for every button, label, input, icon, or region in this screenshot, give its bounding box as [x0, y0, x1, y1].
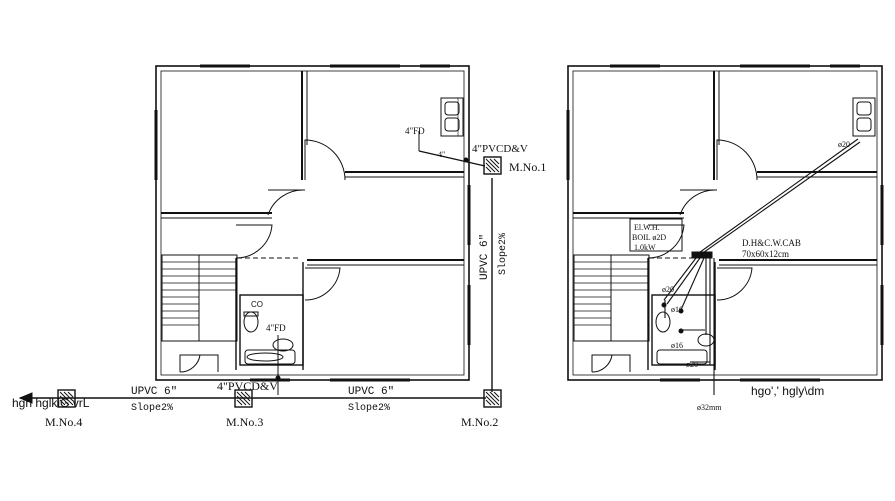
riser-slope-label: Slope2% — [497, 233, 509, 275]
cabinet-label-2: 70x60x12cm — [742, 249, 789, 259]
manhole-2-label: M.No.2 — [461, 415, 498, 429]
garbled-note: hgn hglkiG vrL — [12, 396, 90, 410]
pipe-size-label: 4" — [438, 150, 445, 159]
drain-right-pipe-label: UPVC 6" — [348, 386, 394, 398]
pipe-20-label-mid: ø20 — [662, 285, 674, 294]
water-heater-label-3: 1.0kW — [634, 243, 656, 252]
right-floor-plan — [566, 64, 884, 395]
main-pipe-label: ø32mm — [697, 403, 722, 412]
cleanout-label: CO — [251, 300, 263, 309]
pipe-20-label-top: ø20 — [838, 140, 850, 149]
manhole-3-label: M.No.3 — [226, 415, 263, 429]
drain-right-slope-label: Slope2% — [348, 402, 390, 414]
pipe-16-label-b: ø16 — [671, 341, 683, 350]
water-heater-label-2: BOIL ø2D — [632, 233, 666, 242]
pipe-20-label-bottom: ø20 — [686, 360, 698, 369]
floor-drain-label-bath: 4"FD — [266, 323, 286, 333]
water-heater-label-1: El.W.H. — [634, 223, 660, 232]
garbled-caption: hgo',' hgly\dm — [751, 384, 824, 398]
drain-left-slope-label: Slope2% — [131, 402, 173, 414]
riser-pipe-label: UPVC 6" — [479, 234, 491, 280]
manhole-4-label: M.No.4 — [45, 415, 82, 429]
drain-left-pipe-label: UPVC 6" — [131, 386, 177, 398]
pipe-16-label-a: ø16 — [671, 305, 683, 314]
cabinet-label-1: D.H&C.W.CAB — [742, 238, 801, 248]
pvc-vent-label-top: 4"PVCD&V — [472, 143, 528, 155]
manhole-1-label: M.No.1 — [509, 160, 546, 174]
pvc-vent-label-bottom: 4"PVCD&V — [217, 379, 278, 393]
floor-drain-label-top: 4"FD — [405, 126, 425, 136]
left-floor-plan — [18, 64, 502, 408]
